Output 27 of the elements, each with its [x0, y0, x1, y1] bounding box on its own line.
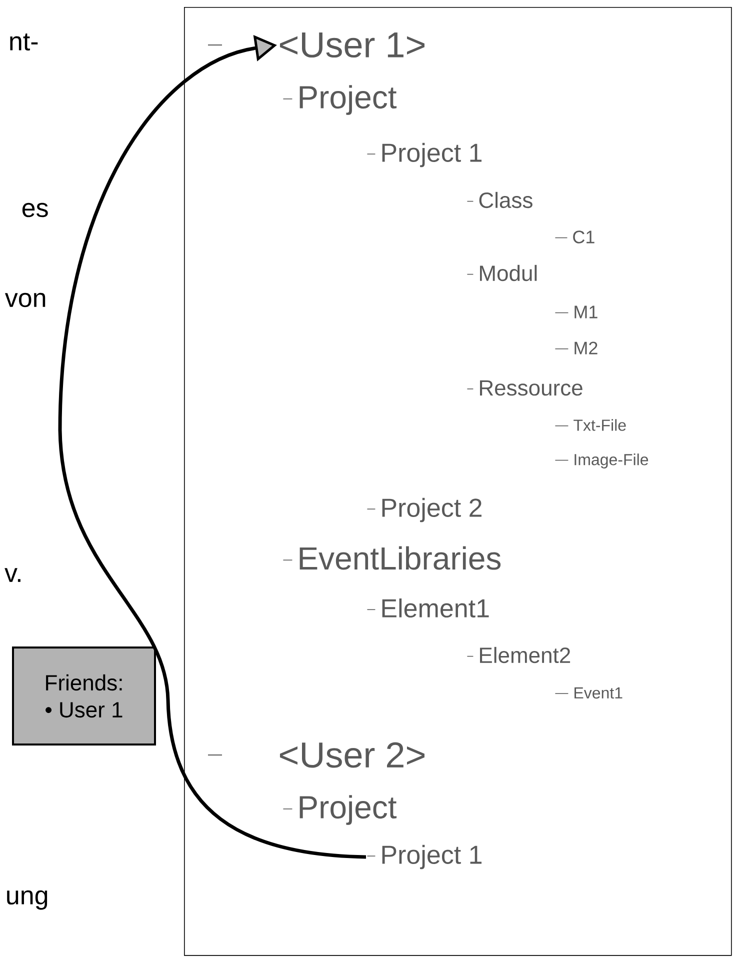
tree-item: Ressource	[466, 380, 582, 396]
tree-item: Project 1	[366, 142, 482, 168]
tree-item: Modul	[466, 264, 537, 282]
tree-item: Element1	[366, 598, 489, 618]
tree-item: Project	[282, 85, 397, 115]
tree-item: Project 2	[366, 498, 482, 522]
tree-item: M2	[554, 342, 598, 354]
tree-item: Element2	[466, 646, 570, 664]
friends-box: Friends: • User 1	[12, 646, 156, 746]
tree-item: Image-File	[554, 454, 648, 468]
tree-item: Txt-File	[554, 419, 626, 431]
text-fragment: ung	[7, 890, 48, 910]
tree-item: <User 1>	[280, 32, 424, 58]
tree-item: M1	[554, 306, 598, 318]
tree-item: Event1	[554, 687, 622, 699]
tree-item: <User 2>	[280, 742, 424, 768]
text-fragment: v.	[4, 568, 20, 582]
tree-item: C1	[554, 230, 594, 244]
curved-arrow	[58, 34, 366, 859]
tree-item: Project 1	[366, 844, 482, 870]
tree-item: Project	[282, 795, 397, 825]
tree-panel	[184, 7, 732, 956]
text-fragment: von	[4, 292, 46, 308]
text-fragment: nt-	[10, 33, 38, 50]
text-fragment: es	[22, 202, 48, 218]
tree-item: Class	[466, 192, 532, 208]
tree-item: EventLibraries	[282, 546, 501, 570]
